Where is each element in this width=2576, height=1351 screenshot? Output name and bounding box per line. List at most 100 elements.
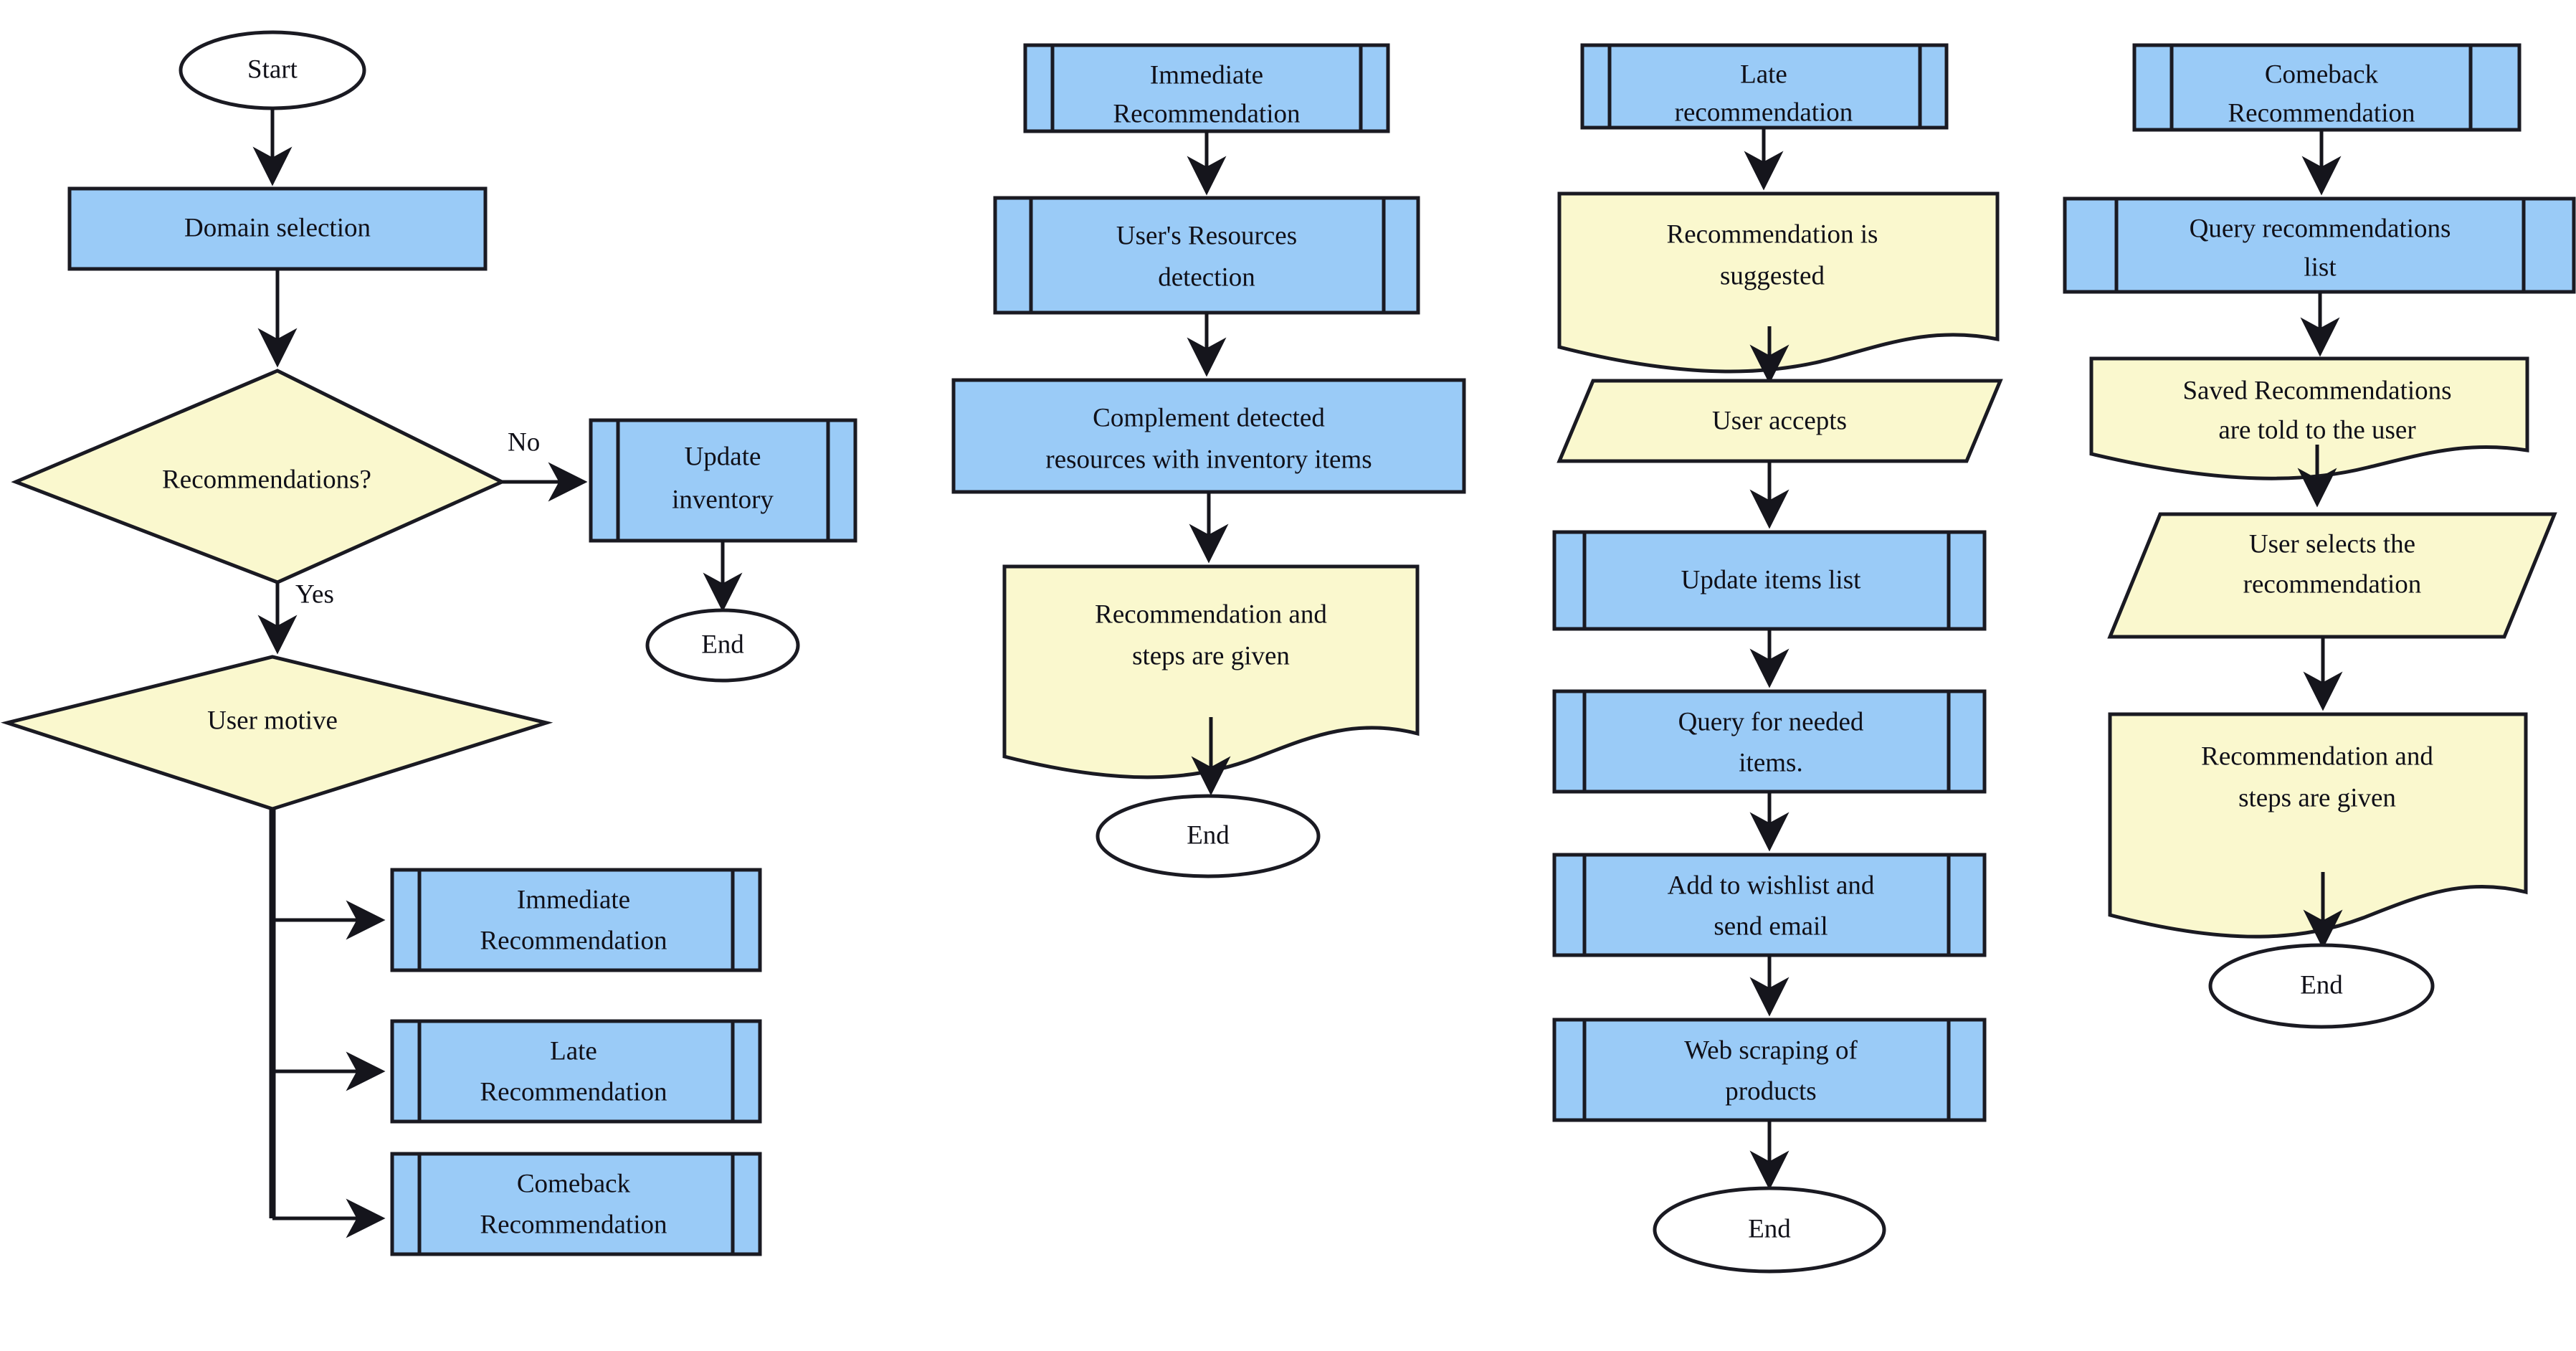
node-recommendations-decision[interactable]: Recommendations?	[11, 369, 506, 584]
node-imm-start-label-line2: Recommendation	[1113, 99, 1301, 128]
process-shape	[951, 378, 1466, 494]
node-immediate-recommendation[interactable]: Immediate Recommendation	[390, 868, 762, 972]
node-imm-detect[interactable]: User's Resources detection	[993, 196, 1420, 315]
node-comeback-recommendation-label-line1: Comeback	[517, 1169, 631, 1198]
node-late-start[interactable]: Late recommendation	[1580, 43, 1949, 130]
node-cb-given[interactable]: Recommendation and steps are given	[2108, 712, 2528, 939]
node-imm-complement[interactable]: Complement detected resources with inven…	[951, 378, 1466, 494]
predefined-process-shape	[589, 418, 857, 543]
terminator-shape	[645, 608, 800, 683]
node-late-query[interactable]: Query for needed items.	[1552, 689, 1987, 794]
document-shape	[1557, 191, 2000, 374]
node-imm-start[interactable]: Immediate Recommendation	[1023, 43, 1390, 133]
terminator-shape	[1653, 1186, 1886, 1274]
node-imm-complement-label-line2: resources with inventory items	[1045, 445, 1372, 474]
node-cb-start[interactable]: Comeback Recommendation	[2132, 43, 2522, 132]
node-imm-start-label-line1: Immediate	[1150, 60, 1263, 90]
node-late-suggested-label-line2: suggested	[1720, 261, 1825, 290]
node-imm-detect-label-line2: detection	[1158, 262, 1255, 292]
node-imm-end[interactable]: End	[1095, 794, 1321, 878]
node-domain-selection[interactable]: Domain selection	[67, 186, 488, 271]
node-cb-query-label-line2: list	[2304, 252, 2337, 282]
node-imm-detect-label-line1: User's Resources	[1116, 221, 1297, 250]
edge-label-yes: Yes	[295, 579, 334, 609]
node-late-wishlist[interactable]: Add to wishlist and send email	[1552, 853, 1987, 957]
node-end-1[interactable]: End	[645, 608, 800, 683]
node-cb-end-label: End	[2300, 970, 2343, 1000]
node-start[interactable]: Start	[179, 30, 366, 110]
predefined-process-shape	[993, 196, 1420, 315]
node-cb-given-label-line2: steps are given	[2238, 783, 2396, 812]
predefined-process-shape	[1552, 1018, 1987, 1122]
node-user-motive-decision[interactable]: User motive	[0, 655, 553, 811]
node-imm-complement-label-line1: Complement detected	[1093, 403, 1325, 432]
node-cb-end[interactable]: End	[2208, 943, 2435, 1029]
node-cb-saved[interactable]: Saved Recommendations are told to the us…	[2089, 356, 2529, 480]
predefined-process-shape	[1552, 853, 1987, 957]
node-late-recommendation[interactable]: Late Recommendation	[390, 1019, 762, 1124]
edge-label-no: No	[508, 427, 540, 457]
node-late-wishlist-label-line2: send email	[1714, 911, 1828, 941]
node-cb-start-label-line2: Recommendation	[2228, 98, 2415, 128]
node-comeback-recommendation-label-line2: Recommendation	[480, 1210, 667, 1239]
node-update-inventory-label-line1: Update	[685, 442, 761, 471]
node-late-query-label-line1: Query for needed	[1678, 707, 1864, 736]
node-cb-given-label-line1: Recommendation and	[2201, 741, 2433, 771]
node-late-end-label: End	[1748, 1214, 1791, 1243]
process-shape	[67, 186, 488, 271]
predefined-process-shape	[1552, 530, 1987, 631]
node-immediate-recommendation-label-line2: Recommendation	[480, 926, 667, 955]
data-shape	[1556, 379, 2003, 463]
terminator-shape	[1095, 794, 1321, 878]
node-cb-start-label-line1: Comeback	[2265, 60, 2379, 89]
terminator-shape	[2208, 943, 2435, 1029]
predefined-process-shape	[390, 1152, 762, 1256]
node-late-suggested[interactable]: Recommendation is suggested	[1557, 191, 2000, 374]
node-late-accepts-label: User accepts	[1712, 406, 1847, 435]
node-late-query-label-line2: items.	[1739, 748, 1802, 777]
node-cb-saved-label-line1: Saved Recommendations	[2182, 376, 2451, 405]
node-imm-given-label-line1: Recommendation and	[1095, 599, 1327, 629]
node-domain-selection-label: Domain selection	[184, 213, 371, 242]
node-update-inventory[interactable]: Update inventory	[589, 418, 857, 543]
node-cb-select-label-line1: User selects the	[2249, 529, 2415, 559]
node-imm-given-label-line2: steps are given	[1132, 641, 1290, 670]
node-cb-query-label-line1: Query recommendations	[2190, 214, 2451, 243]
node-immediate-recommendation-label-line1: Immediate	[517, 885, 630, 914]
predefined-process-shape	[2132, 43, 2522, 132]
node-late-update[interactable]: Update items list	[1552, 530, 1987, 631]
node-late-suggested-label-line1: Recommendation is	[1667, 219, 1878, 249]
document-shape	[1002, 564, 1420, 779]
node-late-update-label: Update items list	[1681, 565, 1861, 594]
node-update-inventory-label-line2: inventory	[672, 485, 774, 514]
node-late-start-label-line1: Late	[1740, 60, 1787, 89]
node-cb-saved-label-line2: are told to the user	[2218, 415, 2415, 445]
node-cb-select-label-line2: recommendation	[2243, 569, 2422, 599]
node-late-wishlist-label-line1: Add to wishlist and	[1668, 871, 1875, 900]
node-end-1-label: End	[701, 630, 744, 659]
predefined-process-shape	[2063, 196, 2576, 294]
predefined-process-shape	[1552, 689, 1987, 794]
node-comeback-recommendation[interactable]: Comeback Recommendation	[390, 1152, 762, 1256]
node-imm-given[interactable]: Recommendation and steps are given	[1002, 564, 1420, 779]
predefined-process-shape	[1023, 43, 1390, 133]
node-cb-select[interactable]: User selects the recommendation	[2107, 512, 2557, 639]
node-start-label: Start	[247, 54, 298, 84]
node-recommendations-label: Recommendations?	[162, 465, 371, 494]
node-imm-end-label: End	[1187, 820, 1230, 850]
data-shape	[2107, 512, 2557, 639]
node-late-accepts[interactable]: User accepts	[1556, 379, 2003, 463]
node-late-scrape-label-line2: products	[1725, 1076, 1816, 1106]
predefined-process-shape	[390, 1019, 762, 1124]
node-late-recommendation-label-line2: Recommendation	[480, 1077, 667, 1106]
predefined-process-shape	[390, 868, 762, 972]
node-late-scrape[interactable]: Web scraping of products	[1552, 1018, 1987, 1122]
document-shape	[2089, 356, 2529, 480]
node-late-scrape-label-line1: Web scraping of	[1684, 1035, 1858, 1065]
document-shape	[2108, 712, 2528, 939]
node-cb-query[interactable]: Query recommendations list	[2063, 196, 2576, 294]
node-late-end[interactable]: End	[1653, 1186, 1886, 1274]
node-late-start-label-line2: recommendation	[1675, 98, 1853, 127]
